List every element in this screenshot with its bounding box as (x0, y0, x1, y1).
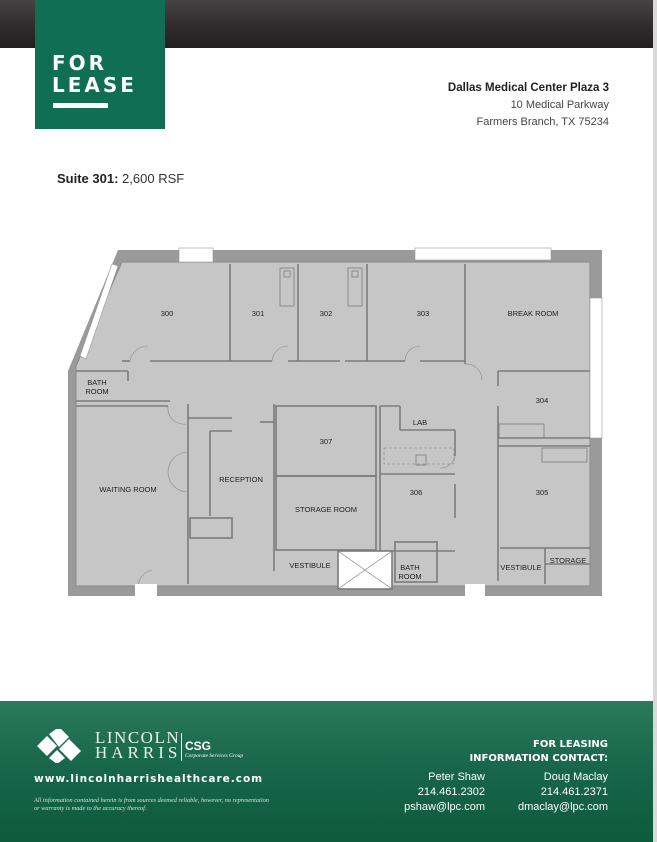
for-lease-badge: FOR LEASE (35, 0, 165, 129)
badge-line2: LEASE (52, 73, 137, 97)
bath-room-2-line1: BATH (400, 563, 419, 572)
room-305-label: 305 (536, 488, 549, 497)
waiting-room-label: WAITING ROOM (99, 485, 156, 494)
contact-email[interactable]: dmaclay@lpc.com (517, 801, 608, 813)
contact-phone[interactable]: 214.461.2302 (417, 786, 485, 798)
suite-info: Suite 301: 2,600 RSF (57, 171, 184, 186)
badge-underline (53, 103, 108, 108)
contact-name: Peter Shaw (428, 771, 485, 783)
bath-room-2-line2: ROOM (398, 572, 421, 581)
floor-plan: 300 301 302 303 BREAK ROOM BATH ROOM 304… (68, 247, 603, 598)
badge-line1: FOR (52, 51, 108, 75)
suite-label: Suite 301: (57, 171, 119, 186)
contact-heading-line1: FOR LEASING (533, 739, 608, 750)
logo-line2: HARRIS (95, 743, 182, 762)
csg-text: CSG (185, 739, 212, 753)
room-300-label: 300 (161, 309, 174, 318)
contact-heading-line2: INFORMATION CONTACT: (469, 753, 608, 764)
room-307-label: 307 (320, 437, 333, 446)
room-301-label: 301 (252, 309, 265, 318)
room-304-label: 304 (536, 396, 549, 405)
bath-room-1-line2: ROOM (85, 387, 108, 396)
logo-line1: LINCOLN (95, 728, 181, 747)
lincoln-harris-logo: LINCOLN HARRIS CSG Corporate Services Gr… (35, 728, 265, 763)
room-306-label: 306 (410, 488, 423, 497)
break-room-label: BREAK ROOM (508, 309, 559, 318)
contact-phone[interactable]: 214.461.2371 (540, 786, 608, 798)
diamond-logo-icon (37, 729, 81, 763)
csg-subtext: Corporate Services Group (185, 753, 244, 759)
property-street: 10 Medical Parkway (510, 99, 609, 111)
suite-size: 2,600 RSF (122, 171, 185, 186)
vestibule-1-label: VESTIBULE (289, 561, 330, 570)
reception-label: RECEPTION (219, 475, 263, 484)
lab-label: LAB (413, 418, 427, 427)
footer: LINCOLN HARRIS CSG Corporate Services Gr… (0, 701, 653, 842)
contact-doug-maclay: Doug Maclay 214.461.2371 dmaclay@lpc.com (518, 770, 608, 815)
property-name: Dallas Medical Center Plaza 3 (447, 82, 609, 94)
storage-label: STORAGE (550, 556, 587, 565)
contact-heading: FOR LEASING INFORMATION CONTACT: (469, 738, 608, 766)
bath-room-1-line1: BATH (87, 378, 106, 387)
storage-room-label: STORAGE ROOM (295, 505, 357, 514)
vestibule-2-label: VESTIBULE (500, 563, 541, 572)
property-address: Dallas Medical Center Plaza 3 10 Medical… (448, 80, 609, 131)
for-lease-text: FOR LEASE (52, 52, 137, 96)
disclaimer: All information contained herein is from… (34, 797, 269, 812)
contact-name: Doug Maclay (543, 771, 608, 783)
csg-block: CSG Corporate Services Group (181, 733, 243, 761)
website-link[interactable]: www.lincolnharrishealthcare.com (34, 773, 264, 785)
room-303-label: 303 (417, 309, 430, 318)
page-edge (653, 0, 657, 842)
contact-peter-shaw: Peter Shaw 214.461.2302 pshaw@lpc.com (404, 770, 485, 815)
room-302-label: 302 (320, 309, 333, 318)
property-city: Farmers Branch, TX 75234 (476, 116, 609, 128)
contact-email[interactable]: pshaw@lpc.com (404, 801, 485, 813)
